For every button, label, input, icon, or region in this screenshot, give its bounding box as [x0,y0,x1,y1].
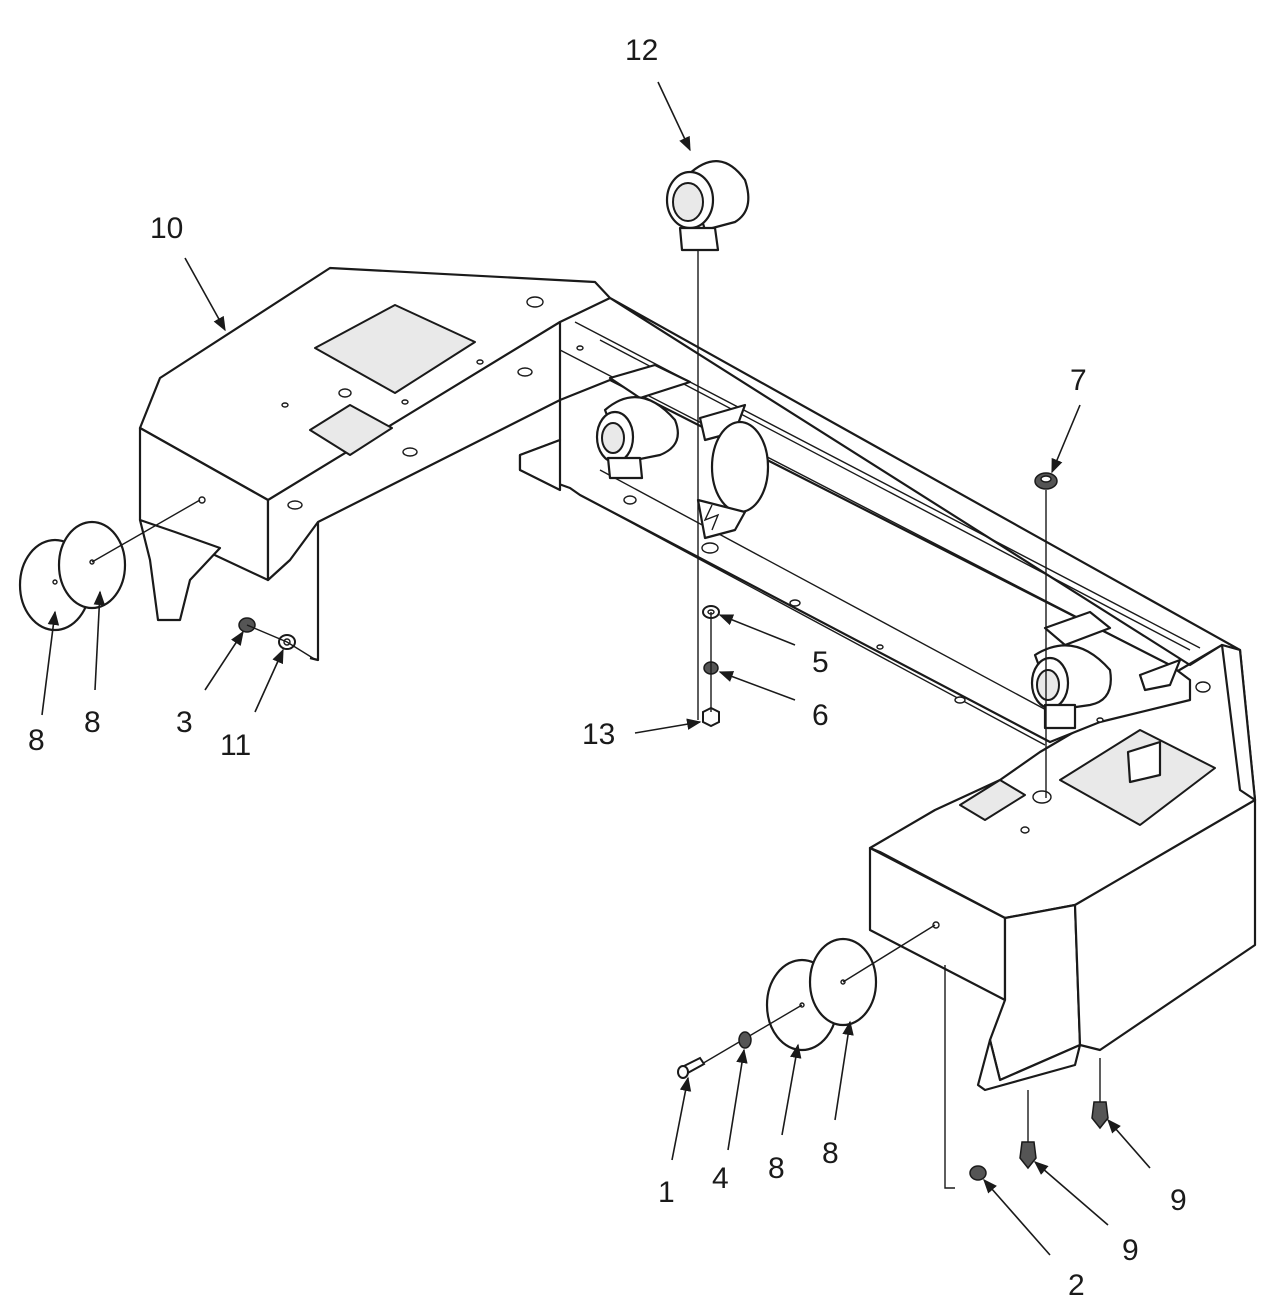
leader-lines [41,81,1151,1256]
work-light-right [1030,644,1112,730]
work-light-top [665,160,750,252]
callout-8-a: 8 [28,724,45,757]
screw-1 [677,1056,706,1079]
work-light-left [595,396,679,480]
nut-2 [969,1165,987,1181]
callout-4: 4 [712,1162,729,1195]
callout-8-c: 8 [768,1152,785,1185]
callout-7: 7 [1070,364,1087,397]
callout-6: 6 [812,699,829,732]
light-bracket-small [1126,740,1162,784]
callout-10: 10 [150,212,183,245]
callout-8-d: 8 [822,1137,839,1170]
clip-9-left [1019,1141,1037,1170]
callout-9-right: 9 [1170,1184,1187,1217]
bumper-frame [138,266,1257,1189]
callout-9-left: 9 [1122,1234,1139,1267]
callout-13: 13 [582,718,615,751]
callout-2: 2 [1068,1269,1085,1300]
reflector-left-inner [57,520,127,610]
callout-3: 3 [176,706,193,739]
callout-12: 12 [625,34,658,67]
grommet-7 [1034,472,1058,490]
callout-5: 5 [812,646,829,679]
lock-washer-4 [738,1031,752,1049]
callout-8-b: 8 [84,706,101,739]
callout-11: 11 [220,729,251,762]
callout-1: 1 [658,1176,675,1209]
clip-9-right [1091,1101,1109,1130]
